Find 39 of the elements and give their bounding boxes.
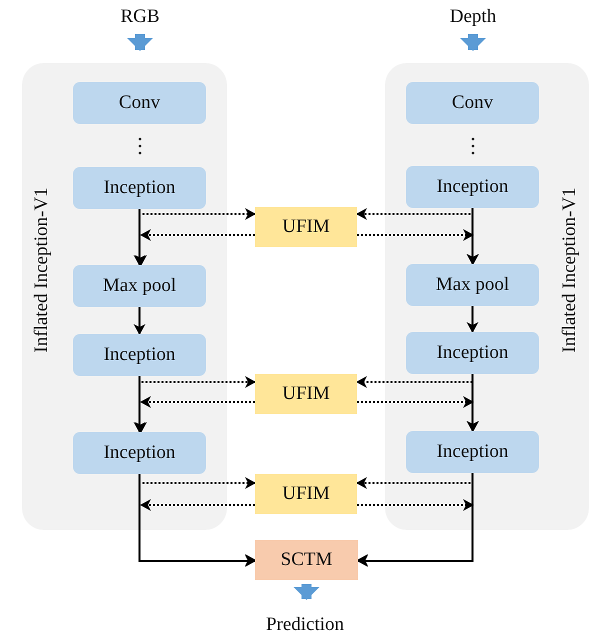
module-box: UFIM	[255, 374, 357, 414]
dotted-arrow	[357, 229, 479, 264]
arrow	[357, 473, 474, 567]
layer-box: Max pool	[73, 265, 206, 307]
arrow	[134, 209, 146, 266]
dotted-arrow	[135, 396, 255, 432]
model-panel	[22, 63, 227, 530]
arrow	[134, 307, 146, 335]
block-arrow	[460, 34, 486, 51]
panel-title: Inflated Inception-V1	[31, 187, 53, 353]
layer-box: Inception	[406, 431, 539, 473]
layer-box: Inception	[406, 166, 539, 208]
text-label: Depth	[433, 4, 513, 30]
arrow	[466, 306, 478, 333]
block-arrow	[294, 584, 320, 600]
layer-box: Inception	[73, 334, 206, 376]
module-box: SCTM	[255, 540, 358, 580]
layer-box: Conv	[406, 82, 539, 124]
block-arrow	[127, 34, 153, 51]
layer-box: Max pool	[406, 264, 539, 306]
arrow	[466, 374, 478, 432]
arrow	[138, 474, 256, 567]
layer-box: Inception	[73, 167, 206, 209]
text-label: RGB	[105, 4, 175, 30]
layer-box: Inception	[73, 432, 206, 474]
module-box: UFIM	[255, 474, 357, 514]
model-panel	[385, 63, 589, 530]
dotted-arrow	[356, 208, 474, 220]
panel-title: Inflated Inception-V1	[559, 187, 581, 353]
layer-box: Inception	[406, 332, 539, 374]
dotted-arrow	[135, 229, 255, 265]
layer-box: Conv	[73, 82, 206, 124]
text-label: Prediction	[250, 612, 360, 637]
dotted-arrow	[138, 376, 256, 388]
dotted-arrow	[357, 396, 479, 431]
module-box: UFIM	[255, 207, 357, 247]
dotted-arrow	[356, 374, 474, 388]
arrow	[134, 376, 146, 433]
arrow	[466, 208, 478, 265]
